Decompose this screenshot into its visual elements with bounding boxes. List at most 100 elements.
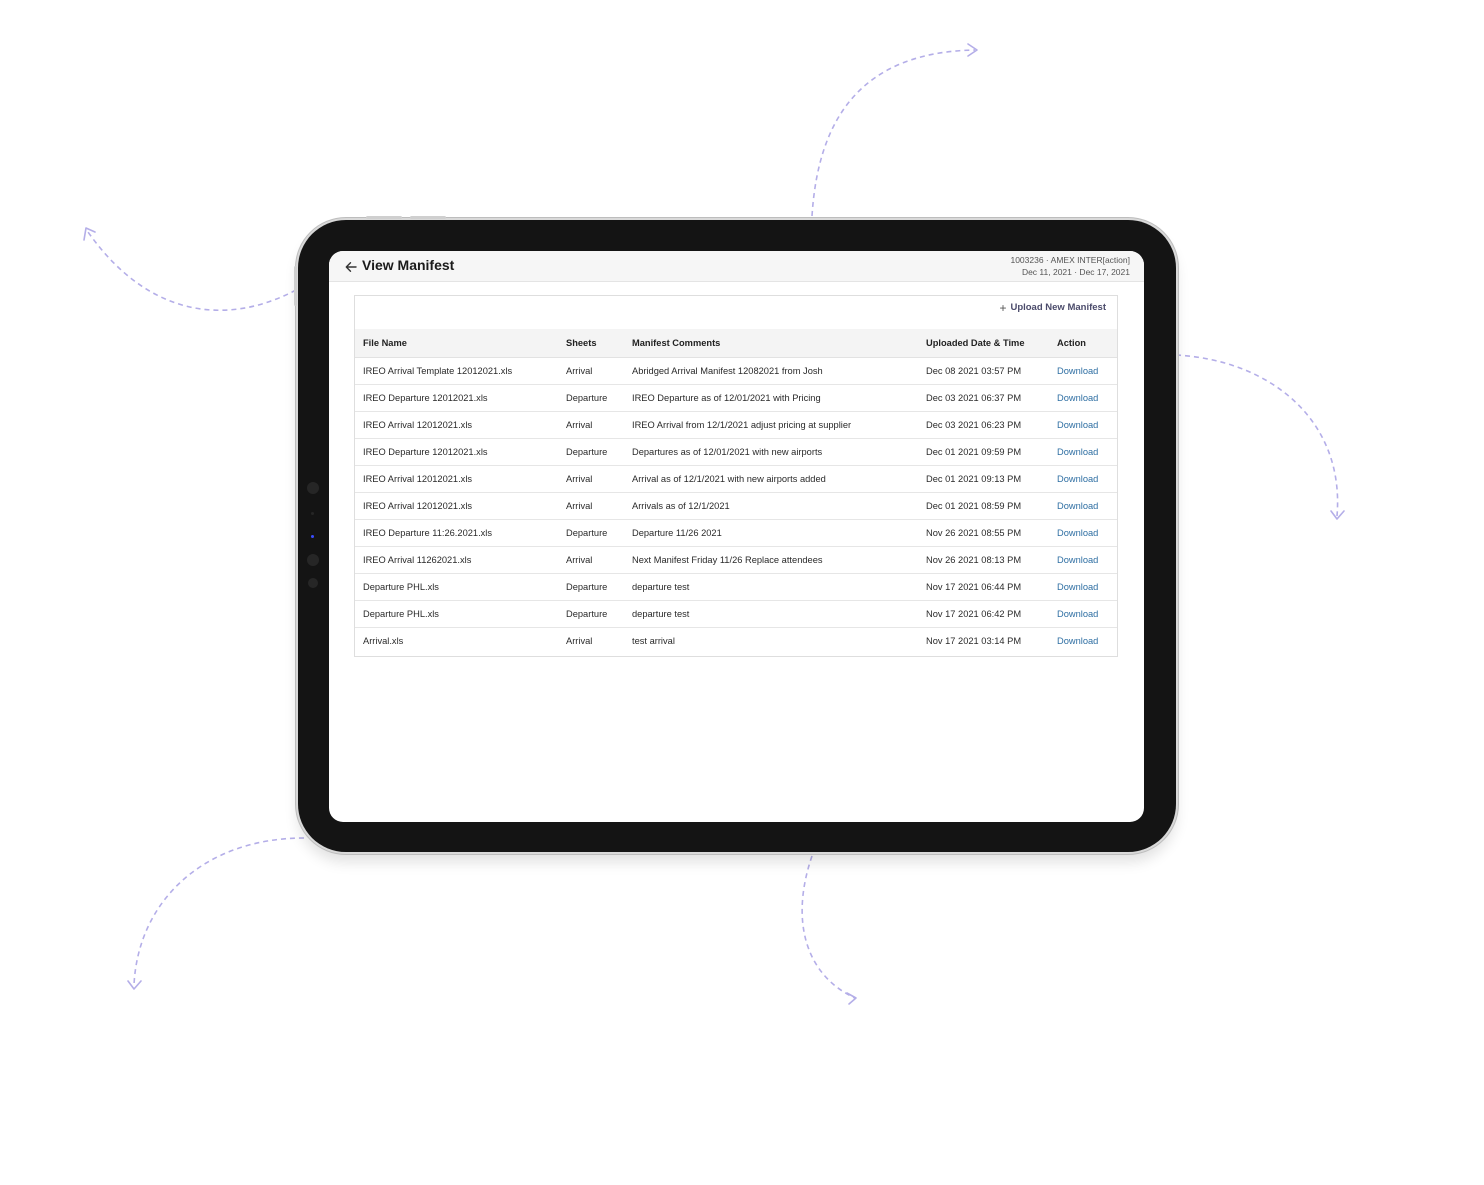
upload-new-manifest-button[interactable]: + Upload New Manifest [999,300,1106,315]
cell-comment: Departures as of 12/01/2021 with new air… [624,438,918,466]
table-row: Arrival.xls Arrival test arrival Nov 17 … [355,627,1117,654]
table-row: IREO Arrival Template 12012021.xls Arriv… [355,357,1117,385]
cell-file-name: IREO Arrival 12012021.xls [355,411,558,439]
arrow-top-left [87,231,297,312]
camera-sensor-1 [307,482,319,494]
cell-sheet: Departure [558,573,624,601]
cell-date: Dec 08 2021 03:57 PM [918,357,1049,385]
cell-sheet: Arrival [558,411,624,439]
arrow-bottom-left [133,837,305,986]
column-header-file-name[interactable]: File Name [355,329,558,358]
download-link[interactable]: Download [1049,465,1117,493]
cell-date: Dec 01 2021 09:59 PM [918,438,1049,466]
cell-file-name: Departure PHL.xls [355,573,558,601]
column-header-action: Action [1049,329,1117,358]
download-link[interactable]: Download [1049,411,1117,439]
download-link[interactable]: Download [1049,519,1117,547]
table-row: IREO Departure 11:26.2021.xls Departure … [355,519,1117,547]
cell-sheet: Arrival [566,635,593,646]
arrow-bottom [801,855,856,999]
cell-date: Dec 01 2021 09:13 PM [918,465,1049,493]
cell-comment: Abridged Arrival Manifest 12082021 from … [624,357,918,385]
volume-button-1 [366,216,402,219]
event-id-label: 1003236 · AMEX INTER[action] [1010,255,1130,265]
tablet-screen: View Manifest 1003236 · AMEX INTER[actio… [329,251,1144,822]
table-row: IREO Departure 12012021.xls Departure IR… [355,384,1117,412]
cell-file-name: IREO Departure 12012021.xls [355,384,558,412]
cell-file-name: IREO Arrival 12012021.xls [355,465,558,493]
camera-sensor-2 [311,512,314,515]
event-date-range: Dec 11, 2021 · Dec 17, 2021 [1021,267,1130,277]
table-row: IREO Departure 12012021.xls Departure De… [355,438,1117,466]
download-link[interactable]: Download [1049,546,1117,574]
page-title: View Manifest [362,257,455,273]
cell-comment: Arrival as of 12/1/2021 with new airport… [624,465,918,493]
table-row: IREO Arrival 12012021.xls Arrival Arriva… [355,492,1117,520]
arrow-top-head [967,43,978,57]
cell-comment: IREO Arrival from 12/1/2021 adjust prici… [624,411,918,439]
camera-sensor-3 [307,554,319,566]
cell-file-name: IREO Departure 12012021.xls [355,438,558,466]
column-header-comments[interactable]: Manifest Comments [624,329,918,358]
cell-sheet: Arrival [558,357,624,385]
camera-sensor-4 [308,578,318,588]
arrow-bottom-left-head [127,980,142,990]
cell-comment: IREO Departure as of 12/01/2021 with Pri… [624,384,918,412]
arrow-top-left-head [83,227,96,241]
arrow-right [1175,354,1339,517]
header-bar: View Manifest 1003236 · AMEX INTER[actio… [329,251,1144,282]
cell-file-name: IREO Departure 11:26.2021.xls [355,519,558,547]
arrow-top [811,49,976,217]
cell-sheet: Arrival [558,546,624,574]
tablet-device: View Manifest 1003236 · AMEX INTER[actio… [294,216,1176,852]
cell-comment: Arrivals as of 12/1/2021 [624,492,918,520]
download-link[interactable]: Download [1049,384,1117,412]
cell-file-name: IREO Arrival 11262021.xls [355,546,558,574]
upload-button-label: Upload New Manifest [1010,302,1106,313]
cell-sheet: Departure [558,438,624,466]
cell-file-name: Departure PHL.xls [355,600,558,628]
cell-file-name: IREO Arrival 12012021.xls [355,492,558,520]
cell-sheet: Arrival [558,465,624,493]
manifest-table: File Name Sheets Manifest Comments Uploa… [355,329,1117,654]
arrow-left-icon[interactable] [343,259,359,275]
download-link[interactable]: Download [1049,438,1117,466]
cell-file-name: IREO Arrival Template 12012021.xls [355,357,558,385]
cell-date: Dec 01 2021 08:59 PM [918,492,1049,520]
cell-date: Nov 17 2021 06:42 PM [918,600,1049,628]
plus-icon: + [999,300,1007,315]
download-link[interactable]: Download [1049,492,1117,520]
cell-sheet: Departure [558,384,624,412]
cell-comment: departure test [624,600,918,628]
table-row: IREO Arrival 12012021.xls Arrival IREO A… [355,411,1117,439]
download-link[interactable]: Download [1057,635,1099,646]
cell-comment: Next Manifest Friday 11/26 Replace atten… [624,546,918,574]
cell-sheet: Departure [558,600,624,628]
download-link[interactable]: Download [1049,600,1117,628]
manifest-card: + Upload New Manifest File Name [354,295,1118,657]
cell-date: Nov 17 2021 03:14 PM [926,635,1022,646]
table-row: Departure PHL.xls Departure departure te… [355,573,1117,601]
header-meta: 1003236 · AMEX INTER[action] Dec 11, 202… [1010,254,1130,278]
cell-date: Dec 03 2021 06:37 PM [918,384,1049,412]
volume-button-2 [410,216,446,219]
download-link[interactable]: Download [1049,357,1117,385]
cell-date: Nov 26 2021 08:55 PM [918,519,1049,547]
cell-date: Nov 26 2021 08:13 PM [918,546,1049,574]
table-row: IREO Arrival 11262021.xls Arrival Next M… [355,546,1117,574]
column-header-uploaded[interactable]: Uploaded Date & Time [918,329,1049,358]
cell-comment: Departure 11/26 2021 [624,519,918,547]
cell-sheet: Arrival [558,492,624,520]
table-header-row: File Name Sheets Manifest Comments Uploa… [355,329,1117,358]
cell-date: Nov 17 2021 06:44 PM [918,573,1049,601]
arrow-right-head [1330,510,1345,520]
cell-comment: test arrival [632,635,675,646]
cell-date: Dec 03 2021 06:23 PM [918,411,1049,439]
column-header-sheets[interactable]: Sheets [558,329,624,358]
table-row: IREO Arrival 12012021.xls Arrival Arriva… [355,465,1117,493]
download-link[interactable]: Download [1049,573,1117,601]
camera-led [311,535,314,538]
cell-comment: departure test [624,573,918,601]
